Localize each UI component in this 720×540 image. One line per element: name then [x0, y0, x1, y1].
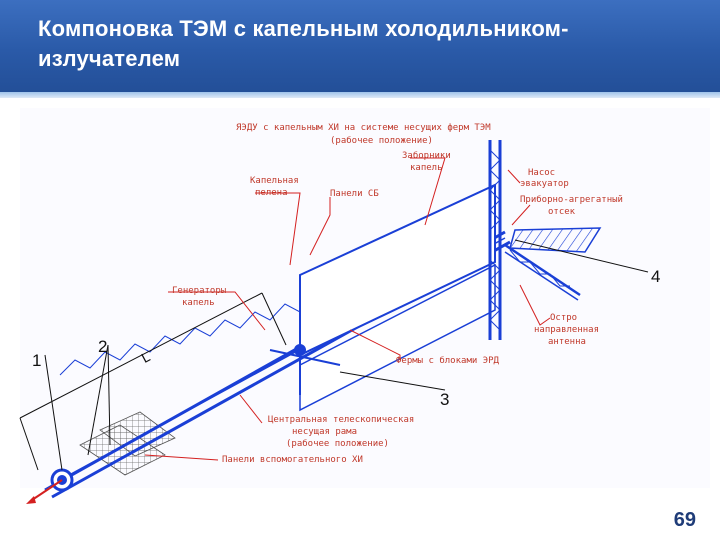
label-generators: Генераторы [172, 286, 226, 296]
label-antenna: антенна [548, 337, 586, 347]
reactor-module [26, 468, 74, 504]
label-telescopic-frame: (рабочее положение) [286, 438, 389, 449]
title-bar [0, 0, 720, 92]
label-droplet-sheet: пелена [255, 188, 288, 198]
callout-lines [44, 239, 649, 471]
callout-4: 4 [651, 267, 660, 286]
label-antenna: Остро [550, 313, 577, 323]
label-erd-trusses: Фермы с блоками ЭРД [396, 355, 500, 366]
callout-3: 3 [440, 390, 449, 409]
label-pump: Насос [528, 168, 555, 178]
label-telescopic-frame: несущая рама [292, 427, 357, 437]
droplet-sheet-plate [299, 183, 496, 357]
label-solar-panels: Панели СБ [330, 189, 379, 199]
label-aux-panels: Панели вспомогательного ХИ [222, 455, 363, 465]
page-number: 69 [673, 509, 696, 531]
droplet-generators [269, 330, 341, 395]
caption-line-2: (рабочее положение) [330, 135, 433, 146]
callout-1: 1 [32, 351, 41, 370]
label-droplet-sheet: Капельная [250, 176, 299, 186]
label-droplet-collectors: Заборники [402, 150, 451, 161]
collector-mast [488, 140, 502, 340]
label-generators: капель [182, 298, 215, 308]
label-telescopic-frame: Центральная телескопическая [268, 415, 414, 425]
solar-panel [509, 227, 602, 253]
label-droplet-collectors: капель [410, 163, 443, 173]
slide-title: Компоновка ТЭМ с капельным холодильником… [38, 16, 569, 71]
title-bar-stripe [0, 92, 720, 98]
callout-2: 2 [98, 337, 107, 356]
caption-line-1: ЯЭДУ с капельным ХИ на системе несущих ф… [236, 123, 491, 133]
erd-truss [504, 243, 581, 301]
tem-layout-diagram: L ЯЭДУ с капельным ХИ на системе несущих… [19, 108, 710, 504]
label-pump: эвакуатор [520, 179, 569, 189]
label-leaders [144, 157, 551, 461]
label-antenna: направленная [534, 325, 599, 335]
length-dimension [19, 292, 287, 471]
label-instrument-bay: отсек [548, 207, 576, 217]
label-instrument-bay: Приборно-агрегатный [520, 194, 623, 205]
